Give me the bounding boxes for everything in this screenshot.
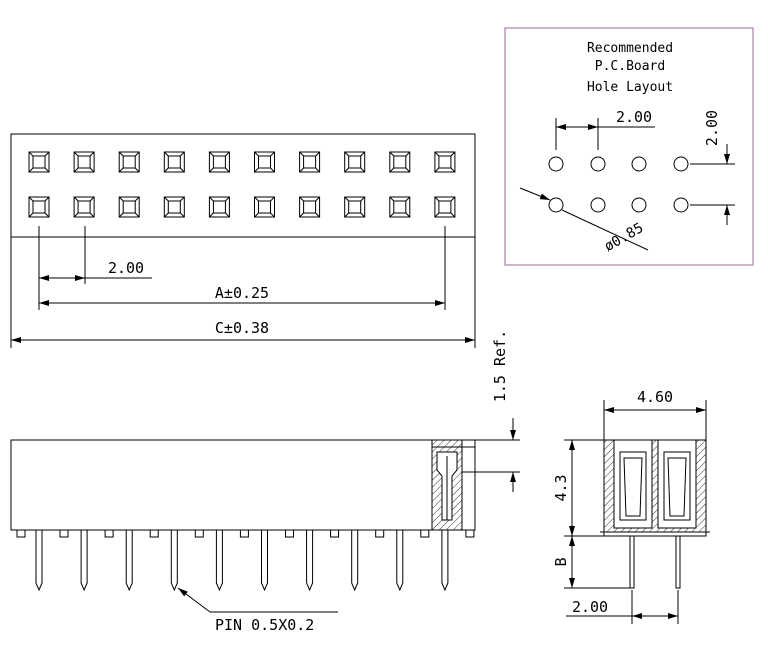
standoff-pad [16,529,26,538]
end-pitch-label: 2.00 [572,598,608,616]
contact-cell [208,196,230,218]
end-view-standoff-base [603,531,707,537]
top-view: 2.00 A±0.25 C±0.38 [10,133,476,348]
standoff-pad [59,529,69,538]
end-pitch-dimension [566,590,679,624]
contact-cell [434,151,456,173]
contact-cell [163,151,185,173]
pcb-hole-diameter-label: ø0.85 [602,220,647,255]
side-view-pins [35,530,449,592]
pcb-pitch-y-dimension [690,144,735,225]
pcb-hole [631,197,647,213]
standoff-pad [285,529,294,538]
standoff-pad [104,529,114,538]
side-view-standoffs [16,529,475,538]
pin [215,530,223,592]
end-height-dimension [564,439,630,589]
contact-cell [163,196,185,218]
ref-height-dimension [462,418,520,492]
end-view-pins [629,535,681,589]
side-view-housing [10,439,476,531]
top-pitch-label: 2.00 [108,259,144,277]
contact-cell [254,151,275,173]
pcb-hole [631,156,647,172]
pcb-pitch-x-dimension [555,118,655,150]
contact-cell [28,151,50,173]
pin [351,530,359,592]
pin [441,530,449,592]
contact-cell [434,196,456,218]
contact-cell [73,151,95,173]
pcb-hole [548,197,564,213]
pcb-layout-title-line1: Recommended [587,41,673,56]
pcb-hole [590,197,606,213]
contact-cell [118,151,140,173]
pcb-hole [673,197,689,213]
contact-cell [389,196,411,218]
top-view-contacts [28,151,456,218]
pin [396,530,404,592]
pcb-layout-panel: Recommended P.C.Board Hole Layout 2.00 [504,27,754,266]
pcb-pitch-y-label: 2.00 [703,110,721,146]
pcb-pitch-x-label: 2.00 [616,108,652,126]
pin-note-leader [177,587,338,613]
pin [261,530,268,592]
pcb-hole [548,156,564,172]
pcb-hole [673,156,689,172]
ref-height-label: 1.5 Ref. [491,330,509,402]
pcb-layout-title-line3: Hole Layout [587,80,673,95]
standoff-pad [239,529,249,538]
top-view-extension-lines [10,226,476,348]
pin [35,530,43,592]
contact-cell [254,196,275,218]
contact-cell [28,196,50,218]
side-view-contact-section [431,439,463,531]
contact-cell [208,151,230,173]
contact-cell [299,196,321,218]
dimension-a-label: A±0.25 [215,284,269,302]
dimension-c-label: C±0.38 [215,319,269,337]
end-width-dimension [603,400,707,440]
standoff-pad [375,529,385,538]
pin [125,530,133,592]
standoff-pad [149,529,159,538]
standoff-pad [465,529,475,538]
pin [306,530,314,592]
pcb-hole-diameter-leader [519,187,649,251]
contact-cell [344,151,366,173]
end-view: 4.60 4.3 B 2.00 [552,388,710,624]
contact-cell [344,196,366,218]
contact-cell [118,196,140,218]
end-pin-length-label: B [552,557,570,566]
end-width-label: 4.60 [637,388,673,406]
side-view: 1.5 Ref. PIN 0.5X0.2 [10,330,520,634]
end-view-cavities [613,439,697,529]
end-height-label: 4.3 [552,474,570,501]
pcb-layout-title-line2: P.C.Board [595,59,665,74]
standoff-pad [330,529,340,538]
contact-cell [299,151,321,173]
pcb-hole [590,156,606,172]
pin [170,530,178,592]
standoff-pad [194,529,204,538]
contact-cell [73,196,95,218]
top-view-housing [10,133,476,238]
standoff-pad [420,529,430,538]
contact-cell [389,151,411,173]
pcb-layout-border [504,27,754,266]
pcb-hole-grid [548,156,689,213]
pin [80,530,88,592]
pin-note-label: PIN 0.5X0.2 [215,616,314,634]
